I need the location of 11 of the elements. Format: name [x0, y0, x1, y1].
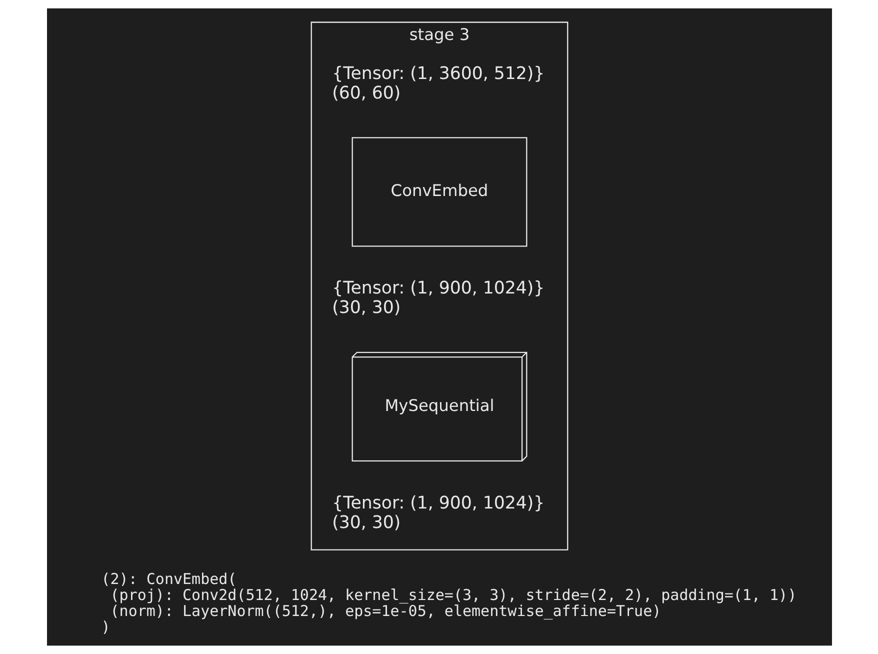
label: ): [100, 618, 110, 636]
label: (norm): LayerNorm((512,), eps=1e-05, elementwise_affine=True): [110, 602, 661, 620]
label: (proj): Conv2d(512, 1024, kernel_size=(3, 3), stride=(2, 2), padding=(1, 1)): [110, 586, 796, 604]
label: (30, 30): [332, 512, 400, 533]
label: (30, 30): [332, 298, 400, 318]
label: {Tensor: (1, 900, 1024)}: [332, 278, 544, 299]
label: (60, 60): [332, 83, 400, 104]
node-box: ConvEmbed: [351, 137, 527, 247]
label: {Tensor: (1, 900, 1024)}: [332, 493, 544, 514]
label: (2): ConvEmbed(: [100, 570, 236, 588]
label: {Tensor: (1, 3600, 512)}: [332, 64, 544, 84]
